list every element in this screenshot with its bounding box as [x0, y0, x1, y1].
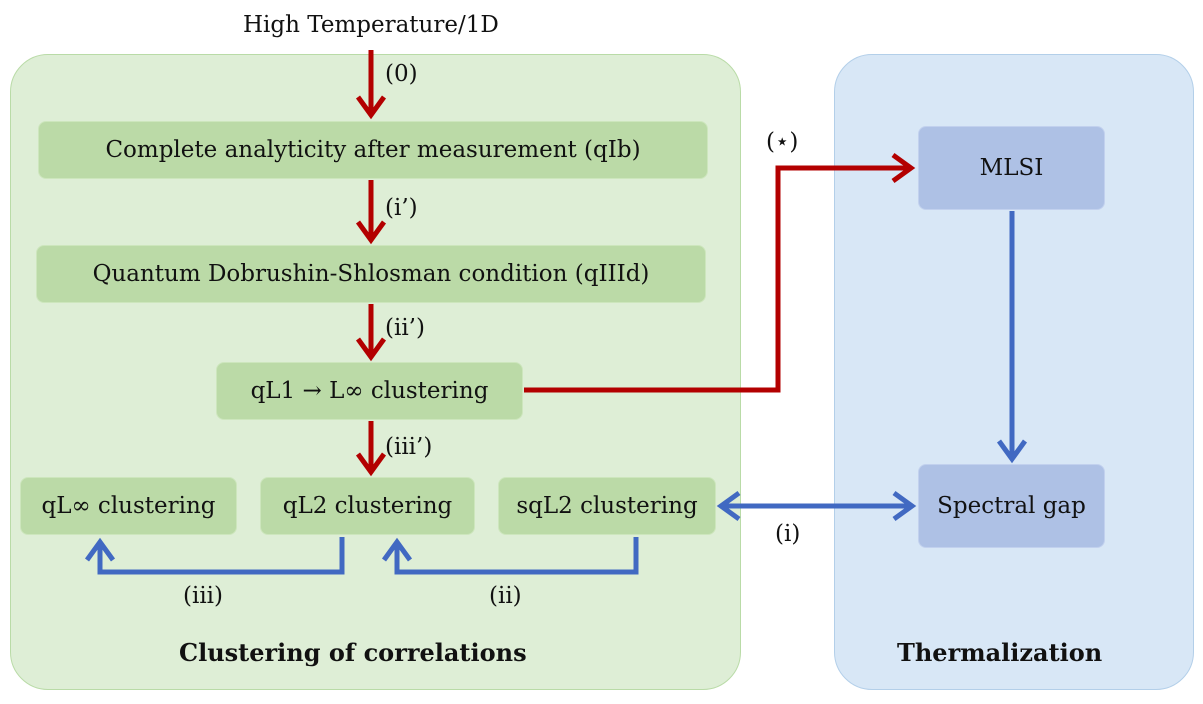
edge-label-iii-prime: (iii’)	[385, 434, 433, 460]
edge-label-0: (0)	[385, 61, 418, 87]
edge-label-iii: (iii)	[183, 583, 224, 609]
edge-label-ii-prime: (ii’)	[385, 315, 425, 341]
mlsi-box[interactable]: MLSI	[918, 126, 1105, 210]
spectral-gap-box[interactable]: Spectral gap	[918, 464, 1105, 548]
ql2-clustering-box[interactable]: qL2 clustering	[260, 477, 475, 535]
qlinf-clustering-box[interactable]: qL∞ clustering	[20, 477, 237, 535]
complete-analyticity-box[interactable]: Complete analyticity after measurement (…	[38, 121, 708, 179]
dobrushin-shlosman-box[interactable]: Quantum Dobrushin-Shlosman condition (qI…	[36, 245, 706, 303]
edge-label-star: (⋆)	[766, 129, 799, 155]
edge-label-i-prime: (i’)	[385, 195, 418, 221]
clustering-panel-title: Clustering of correlations	[179, 638, 527, 667]
edge-label-i: (i)	[775, 521, 801, 547]
thermalization-panel-title: Thermalization	[897, 638, 1103, 667]
high-temperature-label: High Temperature/1D	[243, 12, 499, 38]
edge-label-ii: (ii)	[489, 583, 522, 609]
ql1-linf-clustering-box[interactable]: qL1 → L∞ clustering	[216, 362, 523, 420]
sql2-clustering-box[interactable]: sqL2 clustering	[498, 477, 716, 535]
